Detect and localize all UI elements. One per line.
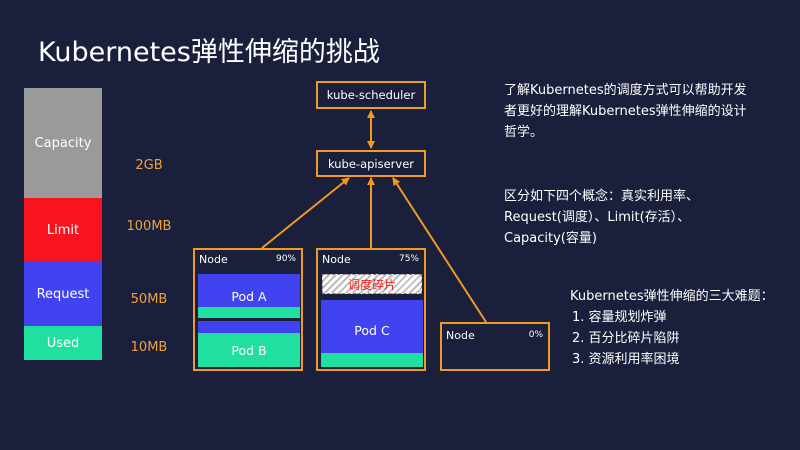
capacity-size: 2GB xyxy=(135,158,163,173)
request-bar: Request xyxy=(24,262,102,326)
kube-scheduler-box: kube-scheduler xyxy=(316,81,426,109)
limit-size: 100MB xyxy=(126,219,172,234)
difficulties-list: Kubernetes弹性伸缩的三大难题： 1. 容量规划炸弹 2. 百分比碎片陷… xyxy=(570,286,798,370)
pod-b: Pod B xyxy=(198,321,300,367)
scheduling-fragment: 调度碎片 xyxy=(322,274,422,294)
used-bar: Used xyxy=(24,326,102,360)
node-usage-percent: 90% xyxy=(275,254,296,264)
limit-bar: Limit xyxy=(24,198,102,262)
node-usage-percent: 75% xyxy=(398,254,419,264)
kube-scheduler-label: kube-scheduler xyxy=(326,88,416,102)
pod-b-used-segment xyxy=(198,333,300,367)
difficulty-item: 1. 容量规划炸弹 xyxy=(572,310,667,325)
intro-line: 哲学。 xyxy=(504,125,544,140)
node-usage-percent: 0% xyxy=(528,330,543,340)
used-label: Used xyxy=(46,335,80,351)
pod-b-label: Pod B xyxy=(231,342,267,358)
node-1: Node 90% Pod A Pod B xyxy=(193,248,303,371)
request-label: Request xyxy=(36,286,90,302)
concepts-line: Capacity(容量) xyxy=(504,231,597,246)
capacity-label: Capacity xyxy=(34,135,92,151)
pod-a-used-segment xyxy=(198,307,300,318)
node3-arrow xyxy=(392,177,487,323)
capacity-bar: Capacity xyxy=(24,88,102,198)
page-title: Kubernetes弹性伸缩的挑战 xyxy=(38,37,380,68)
intro-paragraph: 了解Kubernetes的调度方式可以帮助开发 者更好的理解Kubernetes… xyxy=(504,80,794,143)
concepts-line: Request(调度）、Limit(存活）、 xyxy=(504,210,691,225)
node-3: Node 0% xyxy=(440,322,550,371)
limit-label: Limit xyxy=(46,222,80,238)
difficulties-title: Kubernetes弹性伸缩的三大难题： xyxy=(570,289,774,304)
used-size: 10MB xyxy=(130,340,168,355)
intro-line: 了解Kubernetes的调度方式可以帮助开发 xyxy=(504,83,747,98)
node-label: Node xyxy=(322,253,351,266)
intro-line: 者更好的理解Kubernetes弹性伸缩的设计 xyxy=(504,104,747,119)
node-label: Node xyxy=(199,253,228,266)
pod-a: Pod A xyxy=(198,274,300,318)
pod-c-used-segment xyxy=(321,353,423,367)
pod-c-label: Pod C xyxy=(354,322,390,338)
concepts-line: 区分如下四个概念：真实利用率、 xyxy=(504,189,700,204)
kube-apiserver-label: kube-apiserver xyxy=(327,156,415,171)
difficulty-item: 2. 百分比碎片陷阱 xyxy=(572,331,680,346)
pod-c-request-segment xyxy=(321,300,423,353)
pod-b-request-segment xyxy=(198,321,300,333)
pod-a-request-segment xyxy=(198,274,300,307)
concepts-paragraph: 区分如下四个概念：真实利用率、 Request(调度）、Limit(存活）、 C… xyxy=(504,186,794,249)
difficulty-item: 3. 资源利用率困境 xyxy=(572,352,680,367)
kube-apiserver-box: kube-apiserver xyxy=(316,150,426,177)
node-label: Node xyxy=(446,329,475,342)
node-2: Node 75% 调度碎片 Pod C xyxy=(316,248,426,371)
node1-arrow xyxy=(261,177,350,249)
pod-c: Pod C xyxy=(321,300,423,367)
request-size: 50MB xyxy=(130,292,168,307)
pod-a-label: Pod A xyxy=(231,288,267,304)
